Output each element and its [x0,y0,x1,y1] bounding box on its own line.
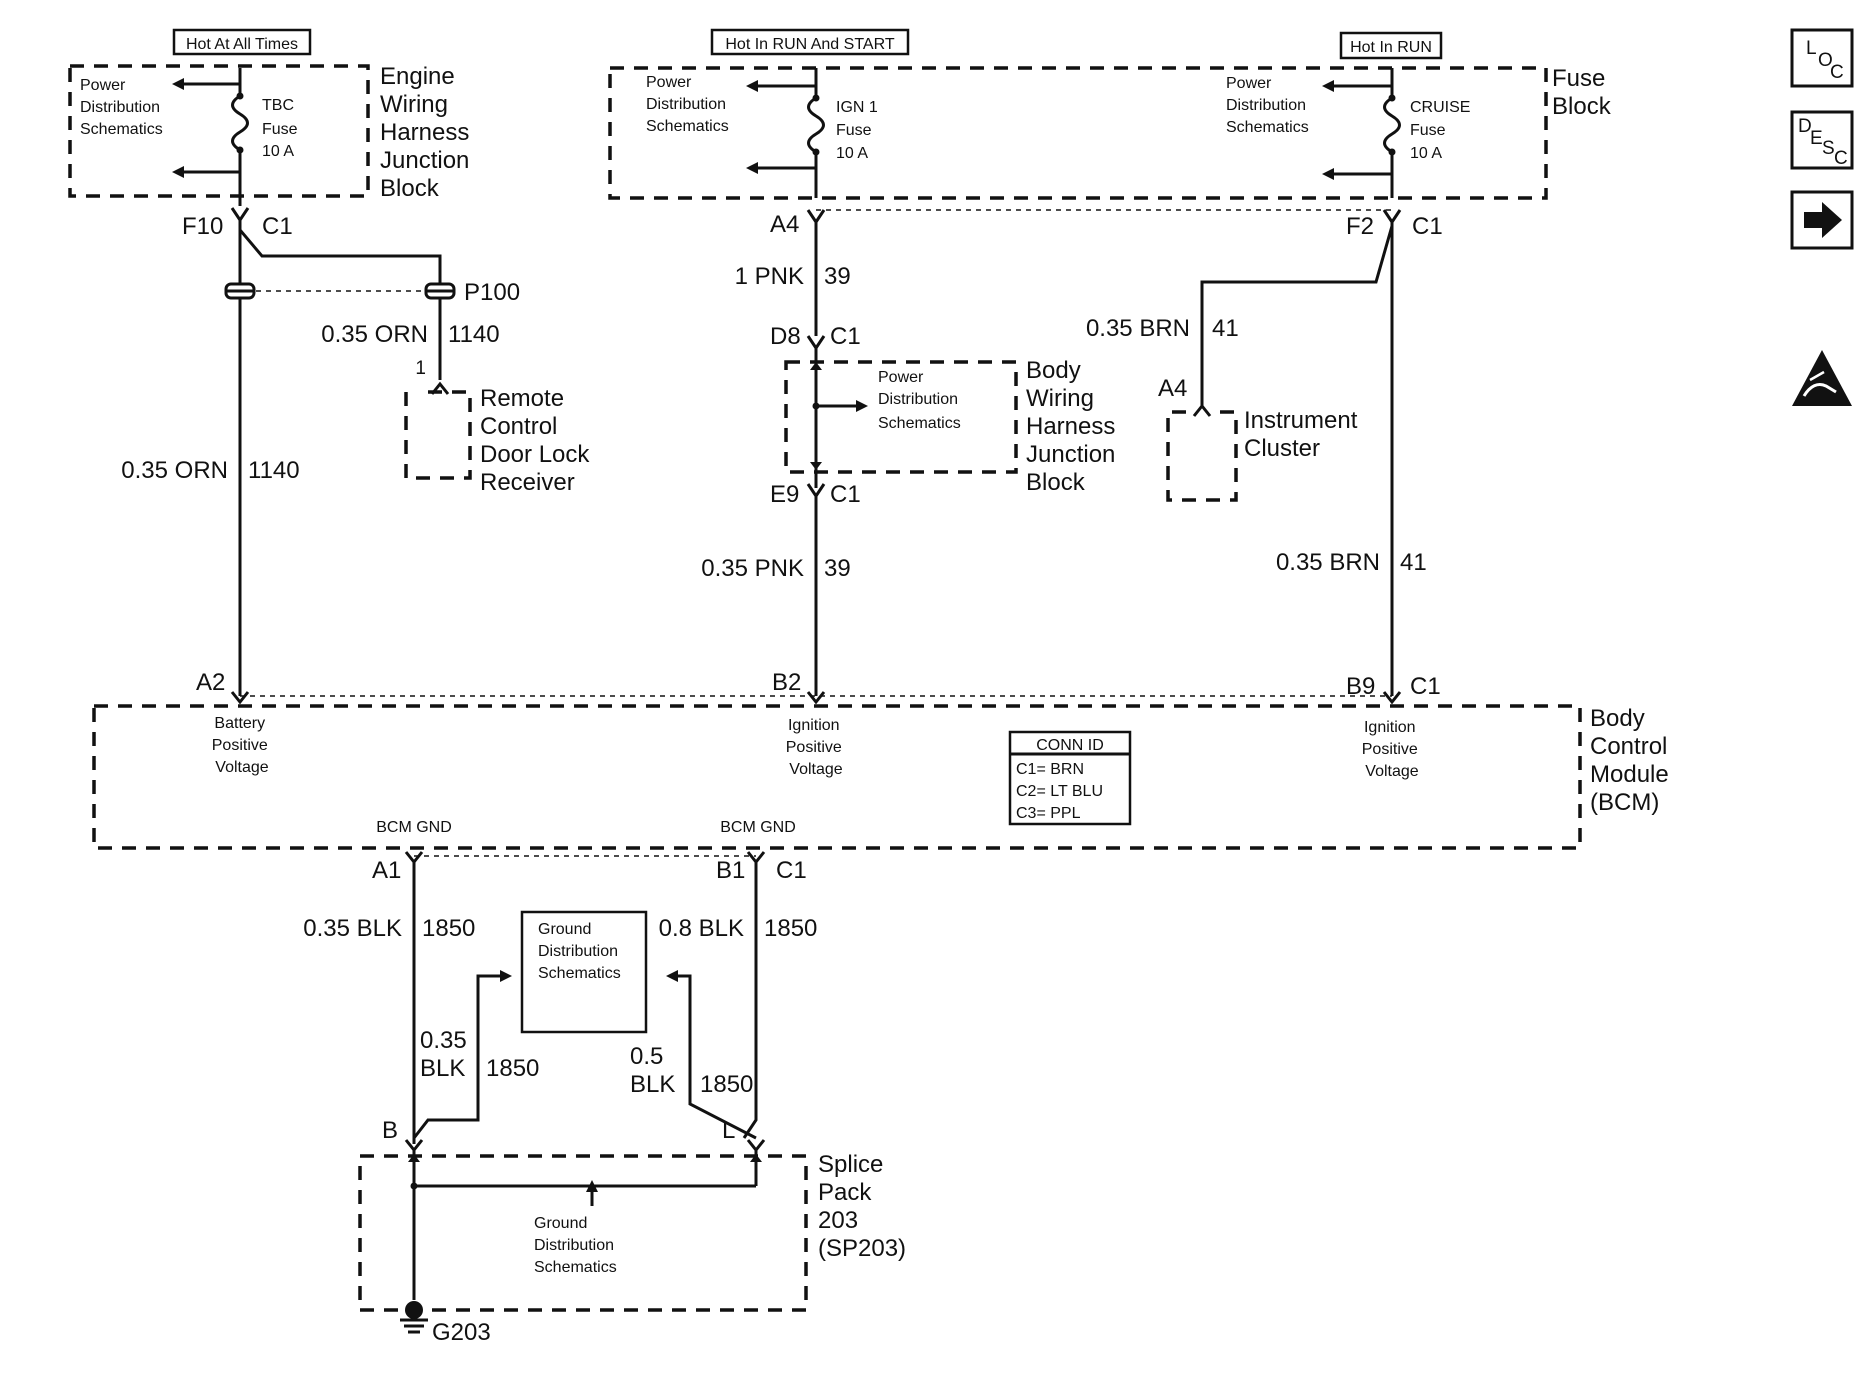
pin-b9: B9 [1346,673,1375,700]
pin-a2: A2 [196,669,225,696]
ground-distribution-box: Ground Distribution Schematics [520,910,648,1034]
splice-ground-dist-label: Ground Distribution Schematics [534,1215,618,1276]
svg-text:Hot In RUN: Hot In RUN [1350,39,1432,56]
instrument-cluster: Instrument Cluster [1166,407,1364,502]
ground-symbol-g203 [400,1301,428,1334]
splice-p100-left [224,282,256,300]
pin-f10: F10 [182,213,223,240]
cluster-wire-gauge: 0.35 BRN [1086,315,1190,342]
splice-pack-sp203: Ground Distribution Schematics Splice Pa… [358,1150,906,1312]
pin-f2: F2 [1346,213,1374,240]
left-ground-wire-upper-circuit: 1850 [422,915,475,942]
cruise-fuse-label: CRUISE Fuse 10 A [1410,99,1475,162]
left-ground-wire-lower-gauge: 0.35 BLK [420,1027,473,1082]
supply-label-hot-in-run-and-start: Hot In RUN And START [710,28,910,56]
cruise-wire-lower-circuit: 41 [1400,549,1427,576]
svg-text:Remote Control Doo: Remote Control Door Lock Receiver [480,385,596,496]
tbc-fuse-label: TBC Fuse 10 A [262,97,302,160]
ign-wire-upper-circuit: 39 [824,263,851,290]
ign-power-dist-label: Power Distribution Schematics [646,74,730,135]
connector-c1-b9: C1 [1410,673,1441,700]
connector-c1-b1: C1 [776,857,807,884]
cluster-wire-circuit: 41 [1212,315,1239,342]
svg-text:S: S [1822,138,1835,159]
fuse-block: Fuse Block Power Distribution Schematics… [608,65,1612,200]
svg-text:L: L [1806,38,1817,59]
loc-button[interactable]: L O C [1790,28,1854,88]
svg-text:Ground Distribution: Ground Distribution Schematics [538,921,622,982]
remote-receiver-pin: 1 [415,358,426,379]
pin-a4-fuse-block: A4 [770,211,799,238]
right-ground-wire-upper-gauge: 0.8 BLK [659,915,744,942]
esd-warning-icon [1792,350,1852,406]
next-button[interactable] [1790,190,1854,250]
svg-text:C: C [1834,148,1848,169]
svg-text:O: O [1818,50,1833,71]
svg-text:C: C [1830,62,1844,83]
ignition-positive-voltage-left: Ignition Positive Voltage [786,717,846,778]
cruise-wire-lower-gauge: 0.35 BRN [1276,549,1380,576]
bcm-name: Body Control Module (BCM) [1590,705,1675,816]
engine-power-dist-label: Power Distribution Schematics [80,77,164,138]
arrow-right-icon [1804,202,1842,238]
splice-p100-label: P100 [464,279,520,306]
supply-label-hot-at-all-times: Hot At All Times [172,28,312,56]
right-ground-wire-lower-gauge: 0.5 BLK [630,1043,675,1098]
connector-c1-f2: C1 [1412,213,1443,240]
engine-junction-block-name: Engine Wiring Harness Junction Block [380,63,476,202]
battery-wire-gauge: 0.35 ORN [121,457,228,484]
fuse-block-name: Fuse Block [1552,65,1612,120]
ign-wire-lower-gauge: 0.35 PNK [701,555,804,582]
svg-text:C1= BRN C2= LT BLU: C1= BRN C2= LT BLU C3= PPL [1016,761,1107,822]
ign-wire-lower-circuit: 39 [824,555,851,582]
ground-id-g203: G203 [432,1319,491,1346]
remote-wire-gauge: 0.35 ORN [321,321,428,348]
cruise-power-dist-label: Power Distribution Schematics [1226,75,1310,136]
splice-pin-b: B [382,1117,398,1144]
remote-control-door-lock-receiver: Remote Control Door Lock Receiver [404,385,596,496]
svg-text:E: E [1810,128,1823,149]
desc-button[interactable]: D E S C [1790,110,1854,170]
right-ground-wire-upper-circuit: 1850 [764,915,817,942]
splice-p100-right [424,282,456,300]
battery-wire-circuit: 1140 [248,457,300,484]
left-ground-wire-upper-gauge: 0.35 BLK [303,915,402,942]
splice-pin-l: L [722,1117,735,1144]
engine-junction-block: Engine Wiring Harness Junction Block Pow… [68,63,476,206]
connector-c1-e9: C1 [830,481,861,508]
body-control-module: Body Control Module (BCM) Battery Positi… [92,704,1675,850]
pin-b2: B2 [772,669,801,696]
connector-c1-engine: C1 [262,213,293,240]
body-junction-block: Power Distribution Schematics Body Wirin… [784,348,1122,496]
svg-text:D: D [1798,116,1812,137]
ignition-positive-voltage-right: Ignition Positive Voltage [1362,719,1422,780]
connector-c1-d8: C1 [830,323,861,350]
battery-positive-voltage-label: Battery Positive Voltage [212,715,272,776]
right-ground-wire-lower-circuit: 1850 [700,1071,753,1098]
cluster-pin: A4 [1158,375,1187,402]
bcm-gnd-right-label: BCM GND [720,819,796,836]
svg-text:Hot In RUN And START: Hot In RUN And START [725,36,894,53]
body-jb-power-dist-label: Power Distribution Schematics [878,369,962,432]
pin-e9: E9 [770,481,799,508]
ign1-fuse-label: IGN 1 Fuse 10 A [836,99,882,162]
remote-wire-circuit: 1140 [448,321,500,348]
left-ground-wire-lower-circuit: 1850 [486,1055,539,1082]
body-jb-name: Body Wiring Harness Junction Block [1026,357,1122,496]
pin-b1: B1 [716,857,745,884]
conn-id-table: CONN ID C1= BRN C2= LT BLU C3= PPL [1008,730,1132,826]
splice-pack-name: Splice Pack 203 (SP203) [818,1151,906,1262]
svg-text:CONN ID: CONN ID [1036,737,1104,754]
svg-text:Instrument Cluster: Instrument Cluster [1244,407,1364,462]
supply-label-hot-in-run: Hot In RUN [1339,31,1443,60]
ign-wire-upper-gauge: 1 PNK [735,263,804,290]
pin-a1: A1 [372,857,401,884]
pin-d8: D8 [770,323,801,350]
bcm-gnd-left-label: BCM GND [376,819,452,836]
svg-text:Hot At All Times: Hot At All Times [186,36,298,53]
